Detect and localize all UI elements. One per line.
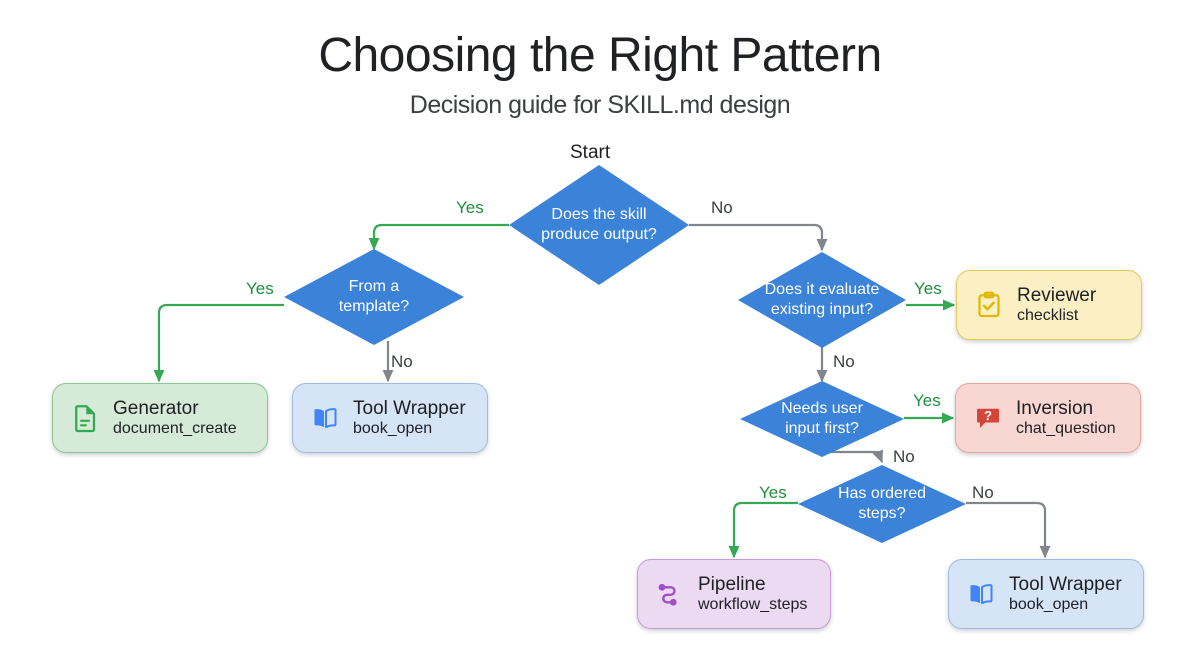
outcome-subtitle: document_create <box>113 419 237 437</box>
edge-label-from-template-yes: Yes <box>246 279 274 298</box>
edge-label-ordered-steps-yes: Yes <box>759 483 787 502</box>
decision-from-template[interactable]: From a template? <box>284 249 464 345</box>
workflow-icon <box>654 578 686 610</box>
outcome-tool-wrapper-right[interactable]: Tool Wrapper book_open <box>948 559 1144 629</box>
outcome-subtitle: chat_question <box>1016 419 1116 437</box>
decision-label: Has ordered steps? <box>837 485 927 522</box>
edge-produce-output-no <box>689 223 828 252</box>
outcome-subtitle: workflow_steps <box>698 595 808 613</box>
decision-produce-output[interactable]: Does the skill produce output? <box>509 165 689 285</box>
edge-ordered-steps-no <box>966 501 1051 559</box>
outcome-text: Tool Wrapper book_open <box>353 398 466 438</box>
outcome-reviewer[interactable]: Reviewer checklist <box>956 270 1142 340</box>
decision-label: From a template? <box>338 278 410 315</box>
outcome-generator[interactable]: Generator document_create <box>52 383 268 453</box>
outcome-text: Tool Wrapper book_open <box>1009 574 1122 614</box>
outcome-text: Reviewer checklist <box>1017 285 1096 325</box>
edge-label-produce-output-no: No <box>711 198 733 217</box>
edge-produce-output-yes <box>368 223 509 251</box>
edge-needs-user-input-no <box>814 449 884 464</box>
document-icon <box>69 402 101 434</box>
page-title: Choosing the Right Pattern <box>318 29 882 82</box>
book-open-icon <box>309 402 341 434</box>
book-open-icon <box>965 578 997 610</box>
decision-evaluate-input[interactable]: Does it evaluate existing input? <box>738 252 906 348</box>
decision-label: Needs user input first? <box>781 400 863 437</box>
outcome-subtitle: book_open <box>353 419 433 437</box>
decision-ordered-steps[interactable]: Has ordered steps? <box>798 465 966 543</box>
edge-ordered-steps-yes <box>728 501 798 559</box>
edge-from-template-yes <box>153 303 284 383</box>
chat-question-icon: ? <box>972 402 1004 434</box>
outcome-title: Tool Wrapper <box>353 397 466 419</box>
edge-label-ordered-steps-no: No <box>972 483 994 502</box>
outcome-title: Inversion <box>1016 397 1094 419</box>
outcome-text: Pipeline workflow_steps <box>698 574 807 614</box>
edge-label-evaluate-input-no: No <box>833 352 855 371</box>
outcome-pipeline[interactable]: Pipeline workflow_steps <box>637 559 831 629</box>
edge-label-needs-user-input-no: No <box>893 447 915 466</box>
outcome-tool-wrapper-left[interactable]: Tool Wrapper book_open <box>292 383 488 453</box>
edge-label-evaluate-input-yes: Yes <box>914 279 942 298</box>
outcome-subtitle: book_open <box>1009 595 1089 613</box>
outcome-title: Tool Wrapper <box>1009 573 1122 595</box>
outcome-title: Pipeline <box>698 573 766 595</box>
outcome-title: Reviewer <box>1017 284 1097 306</box>
svg-text:?: ? <box>984 408 992 423</box>
outcome-inversion[interactable]: ? Inversion chat_question <box>955 383 1141 453</box>
outcome-title: Generator <box>113 397 199 419</box>
decision-label: Does the skill produce output? <box>541 206 657 243</box>
page-subtitle: Decision guide for SKILL.md design <box>409 91 791 119</box>
decision-needs-user-input[interactable]: Needs user input first? <box>740 381 904 457</box>
start-label: Start <box>570 142 611 163</box>
outcome-text: Inversion chat_question <box>1016 398 1116 438</box>
edge-label-produce-output-yes: Yes <box>456 198 484 217</box>
clipboard-check-icon <box>973 289 1005 321</box>
edge-label-from-template-no: No <box>391 352 413 371</box>
decision-label: Does it evaluate existing input? <box>764 281 880 318</box>
outcome-subtitle: checklist <box>1017 306 1079 324</box>
edge-label-needs-user-input-yes: Yes <box>913 391 941 410</box>
outcome-text: Generator document_create <box>113 398 237 438</box>
